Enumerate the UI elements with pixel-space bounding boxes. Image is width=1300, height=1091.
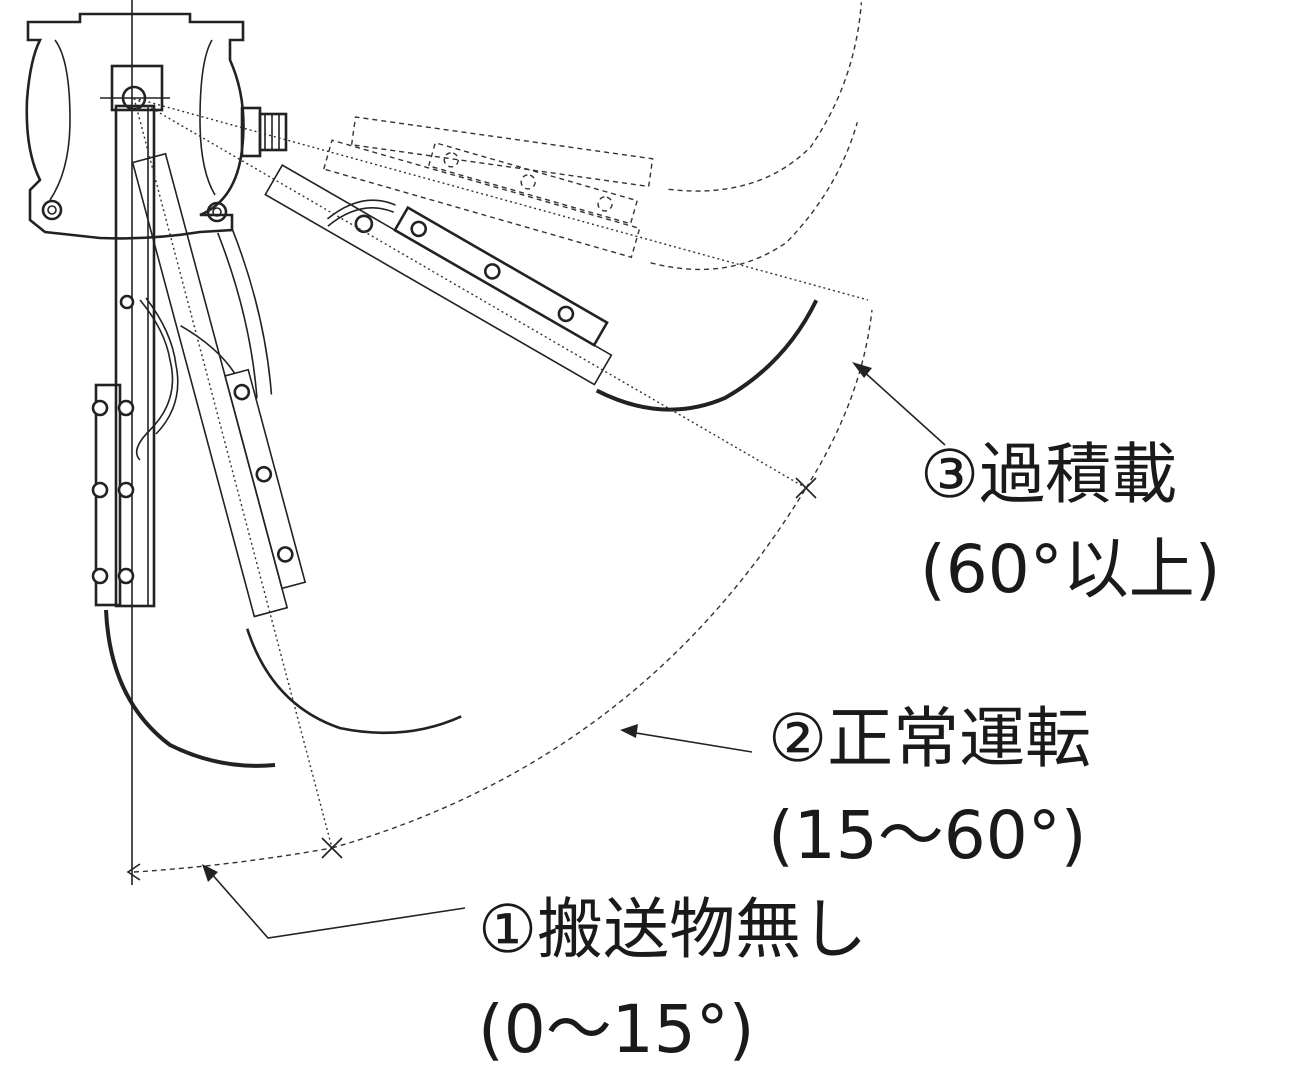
zone-no-load-name: ①搬送物無し xyxy=(478,891,868,968)
lever-position-max xyxy=(350,2,863,192)
pivot-block xyxy=(110,64,164,112)
arc-no-load xyxy=(133,847,333,873)
leader-normal xyxy=(620,724,753,753)
arc-overload xyxy=(805,309,873,489)
lever-position-15 xyxy=(131,152,462,735)
zone-normal-name: ②正常運転 xyxy=(768,700,1092,777)
angle-line-60 xyxy=(133,97,807,489)
angle-line-overload xyxy=(133,97,869,301)
leader-overload xyxy=(852,362,946,446)
switch-housing xyxy=(25,12,288,240)
tick-mark xyxy=(126,863,141,881)
tick-mark xyxy=(795,477,817,499)
zone-overload-name: ③過積載 xyxy=(920,436,1178,513)
zone-overload-range: (60°以上) xyxy=(920,531,1221,608)
angle-line-15 xyxy=(133,97,333,849)
zone-no-load-range: (0～15°) xyxy=(478,991,755,1068)
lever-position-60 xyxy=(264,164,819,412)
lever-position-overload xyxy=(322,122,858,271)
tick-mark xyxy=(321,837,343,859)
lever-position-0 xyxy=(91,104,276,768)
zone-normal-range: (15～60°) xyxy=(768,797,1087,874)
mount-bolt-icon xyxy=(41,199,63,221)
leader-no-load xyxy=(202,864,466,939)
mount-bolt-icon xyxy=(206,201,228,223)
arc-normal xyxy=(331,487,807,849)
cable-gland xyxy=(240,106,262,158)
